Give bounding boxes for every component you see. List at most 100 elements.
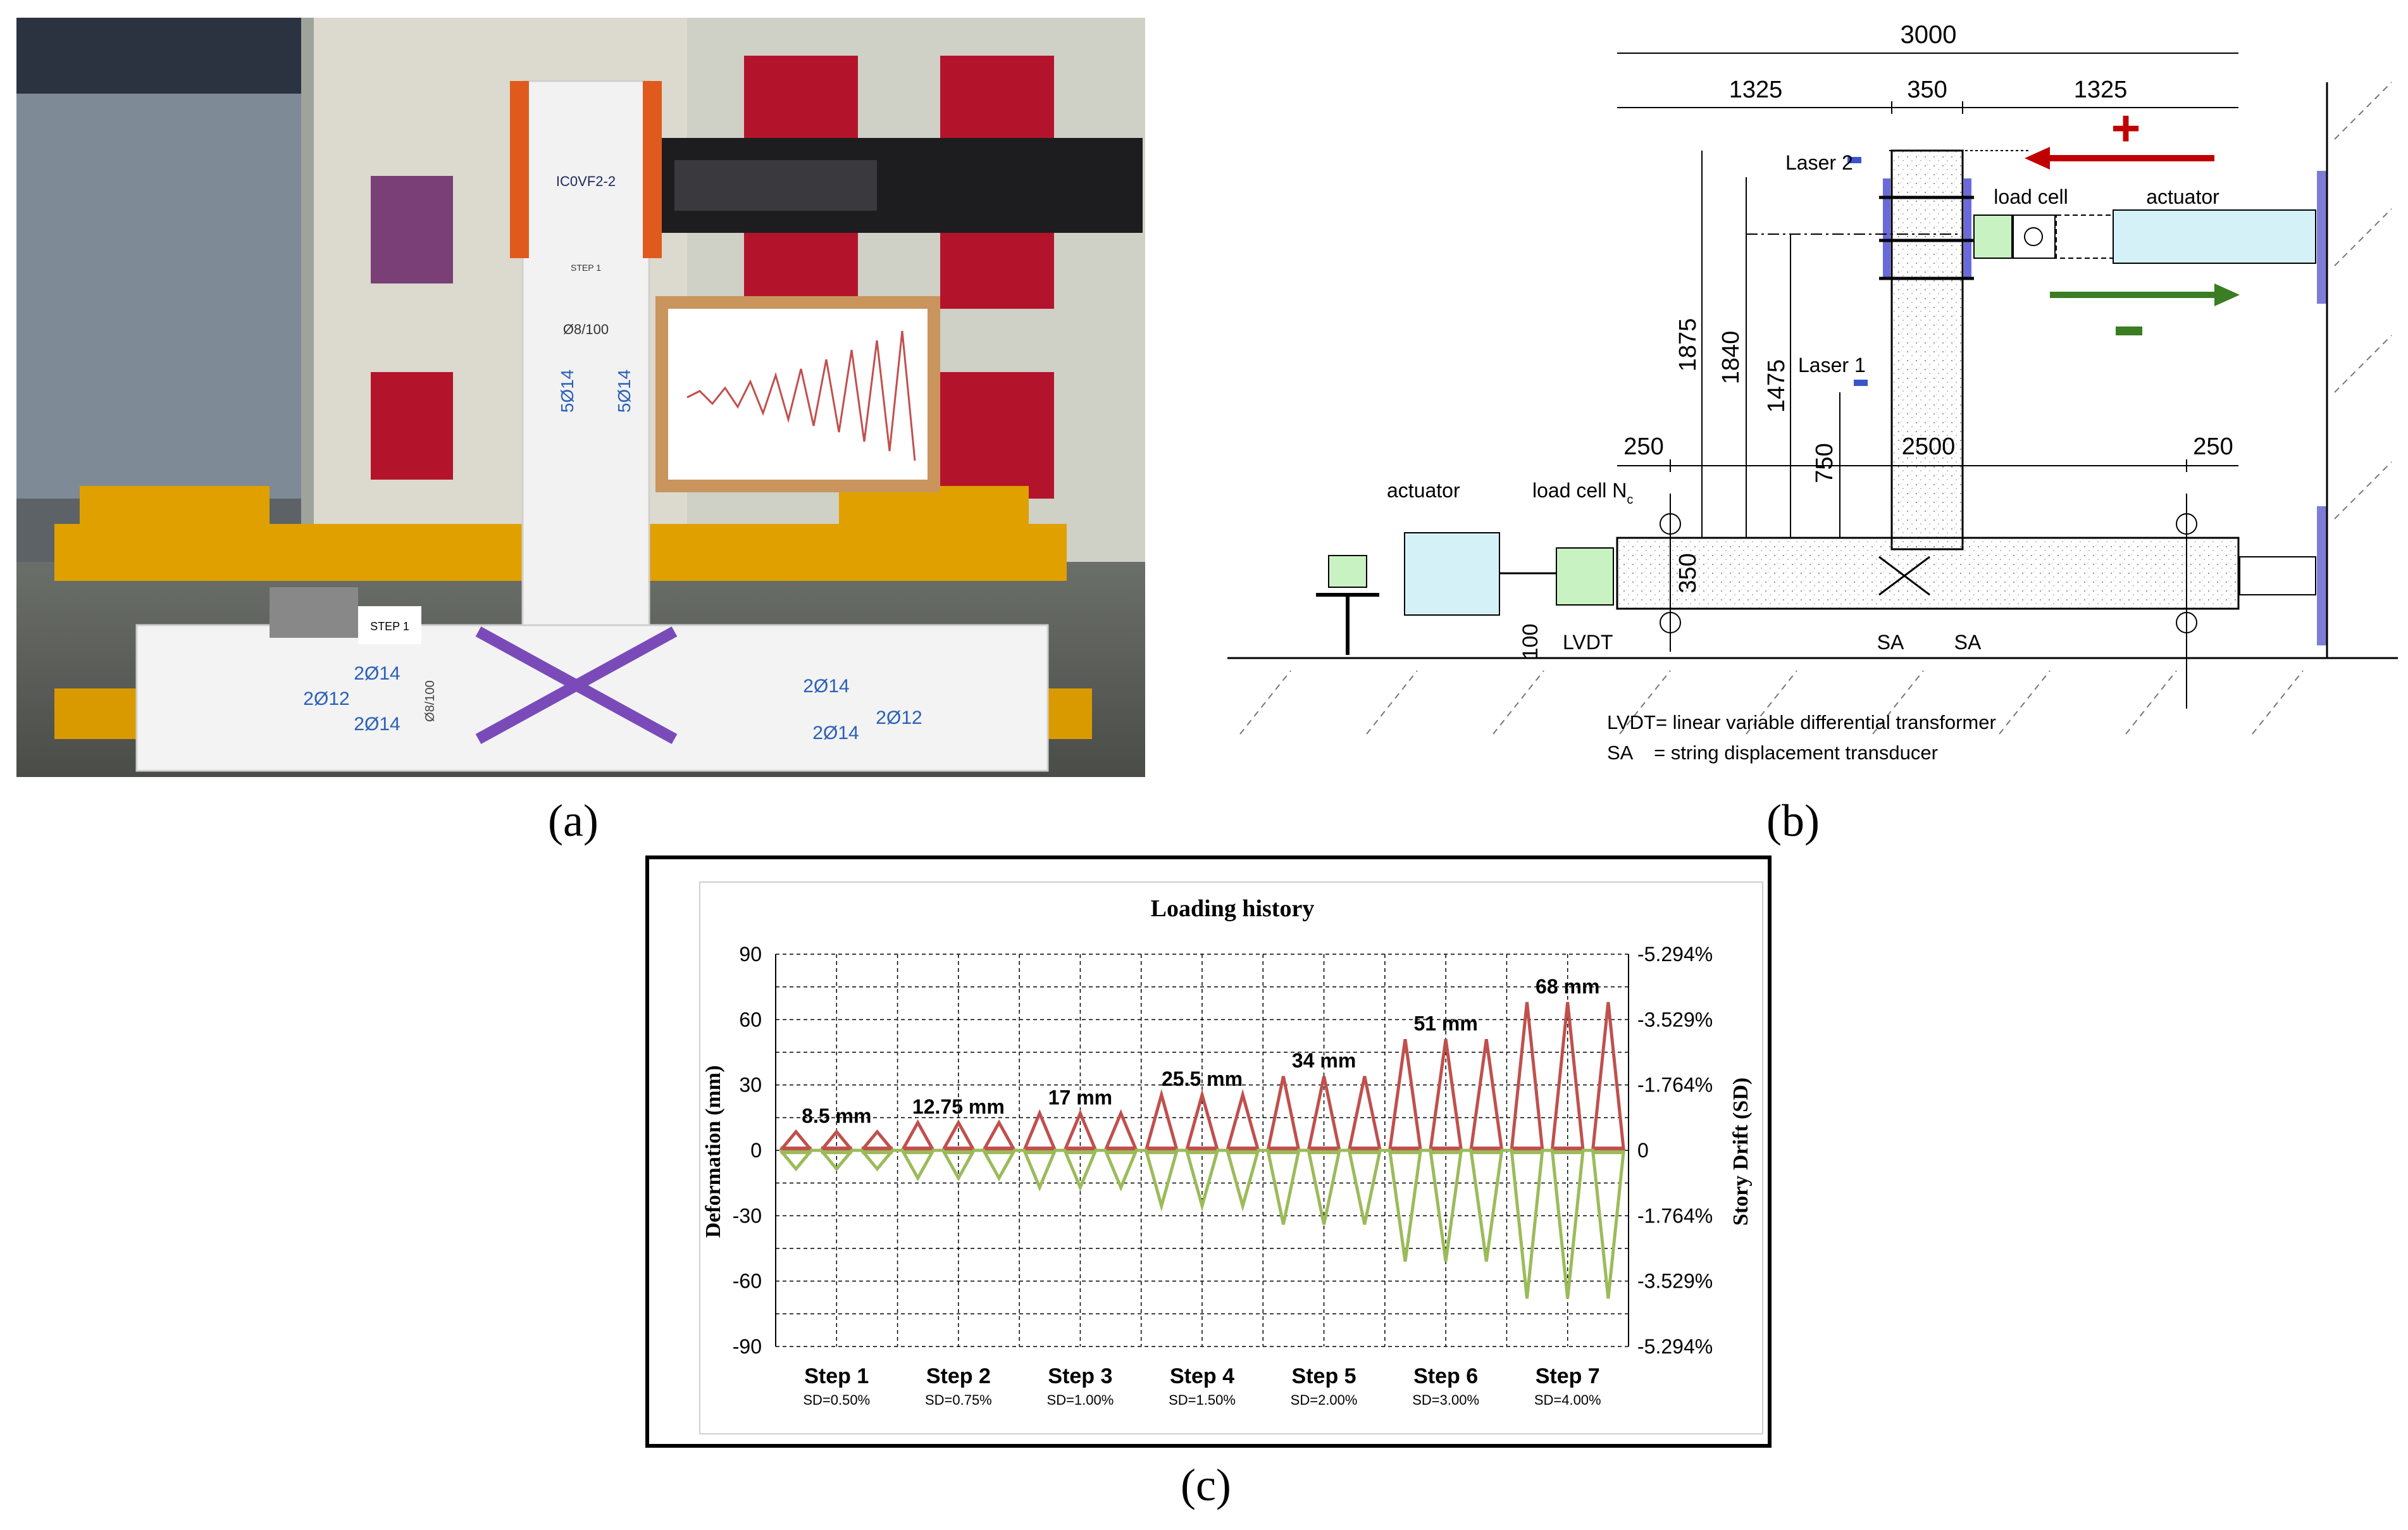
- y-tick-label: 30: [739, 1074, 762, 1097]
- legend-lvdt: LVDT= linear variable differential trans…: [1607, 711, 1996, 733]
- label-actuator-left: actuator: [1387, 479, 1460, 502]
- dim-100: 100: [1518, 624, 1542, 660]
- red-panel: [940, 372, 1054, 499]
- beam-rebar-mid-right: 2Ø14: [812, 723, 859, 743]
- dim-span: 2500: [1902, 433, 1956, 460]
- y-tick-label: -90: [733, 1335, 762, 1358]
- caption-b: (b): [1766, 795, 1820, 846]
- chart-title: Loading history: [1151, 895, 1315, 922]
- column-step-sheet: STEP 1: [571, 263, 601, 273]
- beam-stirrups-label: Ø8/100: [423, 680, 437, 722]
- label-load-cell-left: load cell Nc: [1532, 479, 1633, 507]
- photo-panel: IC0VF2-2 STEP 1 Ø8/100 5Ø14 5Ø14 STEP 1 …: [16, 18, 1145, 777]
- y2-axis-label: Story Drift (SD): [1729, 1078, 1753, 1226]
- y2-tick-label: -1.764%: [1637, 1074, 1713, 1097]
- peak-label: 12.75 mm: [912, 1095, 1005, 1118]
- step-label: Step 5: [1292, 1364, 1356, 1388]
- pull-sign: [2116, 327, 2142, 335]
- step-label: Step 7: [1536, 1364, 1600, 1388]
- y2-tick-label: -3.529%: [1637, 1008, 1713, 1031]
- specimen-label: IC0VF2-2: [556, 173, 616, 189]
- beam-rebar-top-left: 2Ø14: [354, 663, 400, 684]
- step-label: Step 6: [1413, 1364, 1478, 1388]
- peak-label: 68 mm: [1536, 975, 1599, 998]
- column-rebar-right: 5Ø14: [614, 370, 634, 413]
- peak-label: 25.5 mm: [1162, 1067, 1243, 1090]
- y2-tick-label: -1.764%: [1637, 1204, 1713, 1227]
- beam-rebar-top-right: 2Ø14: [803, 676, 849, 697]
- beam-rebar-bottom-right: 2Ø12: [876, 707, 922, 728]
- step-sublabel: SD=2.00%: [1291, 1392, 1358, 1408]
- y2-tick-label: 0: [1637, 1139, 1649, 1162]
- step-sublabel: SD=0.50%: [803, 1392, 870, 1408]
- step-label: Step 4: [1170, 1364, 1234, 1388]
- step-sublabel: SD=1.00%: [1047, 1392, 1114, 1408]
- setup-diagram: 3000 1325 350 1325 load cell actuator + …: [1227, 21, 2398, 764]
- step-sign-text: STEP 1: [370, 620, 409, 633]
- column-specimen: [521, 80, 650, 664]
- label-laser2: Laser 2: [1785, 151, 1853, 174]
- column-rebar-left: 5Ø14: [557, 370, 577, 413]
- peak-label: 8.5 mm: [802, 1105, 871, 1128]
- beam: [1616, 537, 2240, 610]
- chart-labels: 90 -5.294% 60 -3.529% 30 -1.764% 0 0 -30 -1.764% -…: [733, 943, 1713, 1408]
- y-tick-label: 90: [739, 943, 762, 966]
- chart-axes: [775, 954, 1629, 1347]
- dim-750: 750: [1811, 443, 1838, 483]
- y2-tick-label: -3.529%: [1637, 1270, 1713, 1293]
- peak-label: 17 mm: [1048, 1086, 1112, 1109]
- legend-sa: SA = string displacement transducer: [1607, 742, 1938, 764]
- label-sa-1: SA: [1877, 631, 1904, 654]
- left-load-cell: [1556, 547, 1614, 606]
- dim-total: 3000: [1901, 21, 1957, 49]
- step-sublabel: SD=1.50%: [1169, 1392, 1236, 1408]
- dim-left-support: 250: [1623, 433, 1663, 460]
- step-label: Step 1: [804, 1364, 869, 1388]
- dim-right-top: 1325: [2074, 77, 2128, 103]
- y-tick-label: -60: [733, 1270, 762, 1293]
- push-sign: +: [2111, 100, 2141, 156]
- dim-1875: 1875: [1675, 318, 1701, 372]
- step-sublabel: SD=4.00%: [1534, 1392, 1601, 1408]
- beam-rebar-bottom-left: 2Ø12: [303, 688, 349, 709]
- y-tick-label: -30: [733, 1204, 762, 1227]
- step-label: Step 3: [1048, 1364, 1112, 1388]
- series-positive: [779, 1002, 1625, 1152]
- dim-1840: 1840: [1718, 331, 1744, 385]
- y2-tick-label: -5.294%: [1637, 943, 1713, 966]
- chart-frame: Loading history Deformation (mm) Story D…: [645, 855, 1772, 1448]
- dim-col-width: 350: [1907, 77, 1947, 103]
- step-label: Step 2: [926, 1364, 991, 1388]
- dim-1475: 1475: [1763, 359, 1790, 413]
- step-sign: [358, 606, 421, 644]
- label-laser1: Laser 1: [1798, 354, 1866, 376]
- step-sublabel: SD=3.00%: [1412, 1392, 1479, 1408]
- label-lvdt: LVDT: [1563, 631, 1613, 654]
- dim-left-top: 1325: [1729, 77, 1783, 103]
- dim-beam-depth: 350: [1675, 553, 1701, 593]
- test-setup-photo: IC0VF2-2 STEP 1 Ø8/100 5Ø14 5Ø14 STEP 1 …: [16, 18, 1145, 777]
- top-load-cell: [1973, 215, 2013, 259]
- label-actuator-top: actuator: [2146, 185, 2219, 208]
- red-panel: [371, 372, 453, 480]
- beam-rebar-mid-left: 2Ø14: [354, 714, 400, 735]
- dim-right-support: 250: [2193, 433, 2233, 460]
- y2-tick-label: -5.294%: [1637, 1335, 1713, 1358]
- peak-label: 51 mm: [1413, 1012, 1477, 1035]
- left-actuator: [1404, 532, 1500, 616]
- y-tick-label: 0: [750, 1139, 762, 1162]
- setup-diagram-panel: 3000 1325 350 1325 load cell actuator + …: [1215, 13, 2404, 785]
- column-stirrups-label: Ø8/100: [563, 321, 609, 337]
- label-sa-2: SA: [1954, 631, 1982, 654]
- y-tick-label: 60: [739, 1008, 762, 1031]
- series-negative: [779, 1148, 1625, 1299]
- top-actuator: [2113, 209, 2316, 264]
- caption-a: (a): [548, 795, 599, 846]
- step-sublabel: SD=0.75%: [925, 1392, 992, 1408]
- peak-label: 34 mm: [1292, 1049, 1356, 1072]
- column: [1890, 149, 1964, 550]
- chart-series: [779, 1002, 1625, 1299]
- label-load-cell-top: load cell: [1994, 185, 2068, 208]
- purple-panel: [371, 176, 453, 283]
- y-axis-label: Deformation (mm): [702, 1066, 725, 1238]
